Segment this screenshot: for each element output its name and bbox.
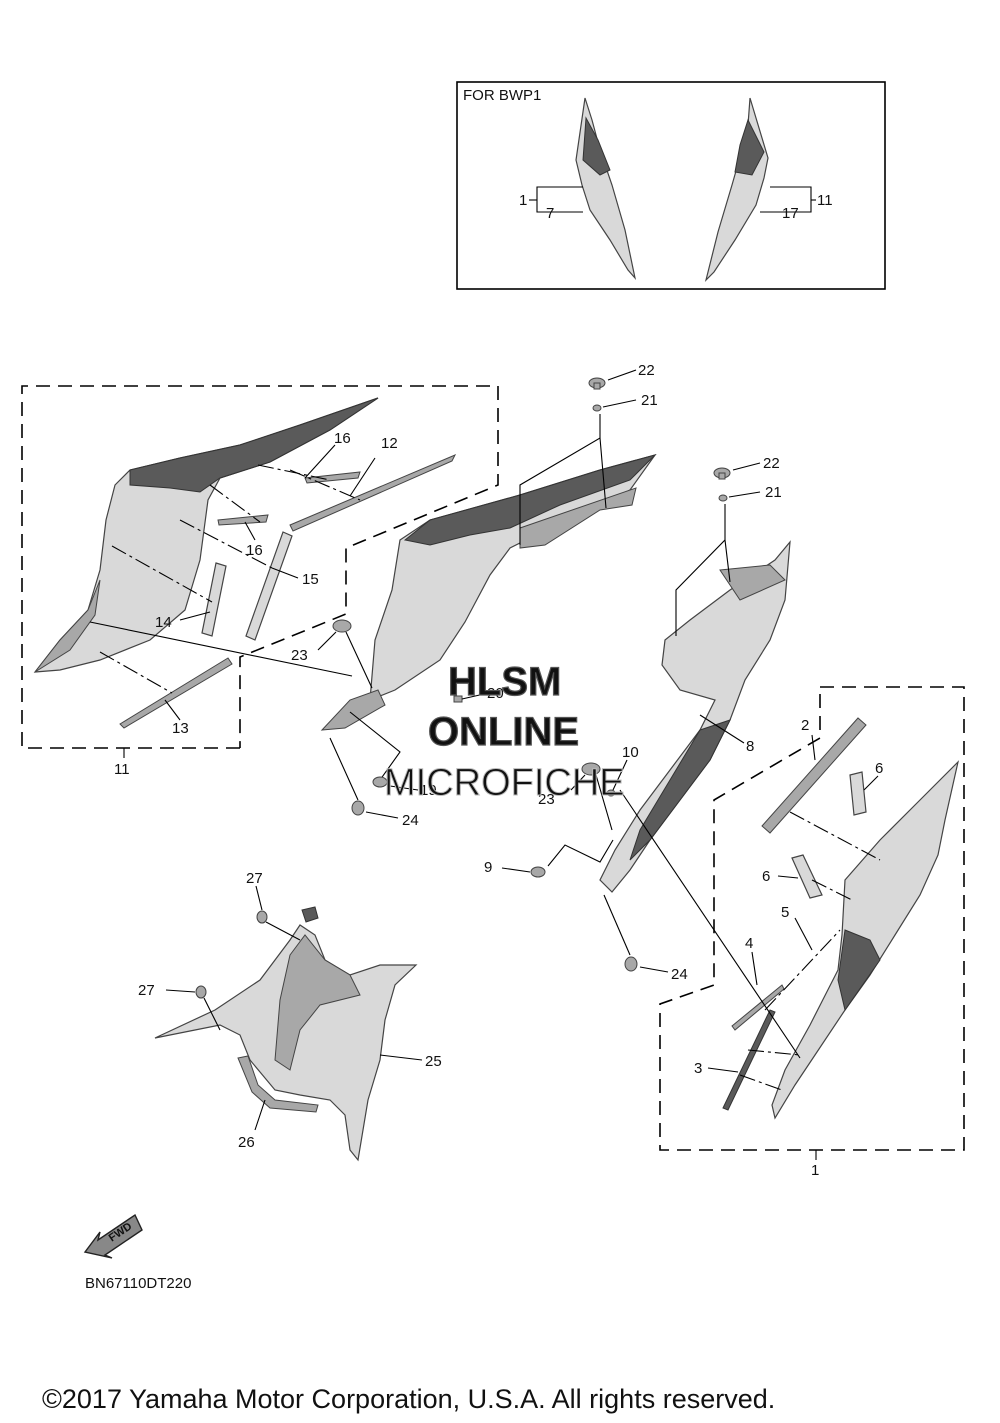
screw-23b xyxy=(581,762,601,776)
pad-6a xyxy=(849,771,867,816)
screw-23a xyxy=(332,619,352,633)
svg-text:MICROFICHE: MICROFICHE xyxy=(384,762,625,804)
strip-16a xyxy=(304,471,361,484)
strip-14 xyxy=(201,562,227,637)
svg-text:17: 17 xyxy=(782,205,799,222)
svg-text:3: 3 xyxy=(694,1060,702,1077)
svg-text:27: 27 xyxy=(246,870,263,887)
svg-text:26: 26 xyxy=(238,1134,255,1151)
svg-text:2: 2 xyxy=(801,717,809,734)
svg-text:7: 7 xyxy=(546,205,554,222)
svg-text:19: 19 xyxy=(420,782,437,799)
screw-27a xyxy=(256,910,268,924)
svg-text:21: 21 xyxy=(765,484,782,501)
nut-24b xyxy=(624,956,638,972)
svg-text:14: 14 xyxy=(155,614,172,631)
svg-text:24: 24 xyxy=(671,966,688,983)
strip-12 xyxy=(289,454,457,532)
svg-text:23: 23 xyxy=(291,647,308,664)
svg-text:6: 6 xyxy=(762,868,770,885)
svg-text:13: 13 xyxy=(172,720,189,737)
strip-13 xyxy=(119,657,233,729)
svg-text:23: 23 xyxy=(538,791,555,808)
svg-text:HLSM: HLSM xyxy=(448,660,561,704)
diagram-code: BN67110DT220 xyxy=(85,1275,191,1292)
strip-2 xyxy=(761,717,867,834)
right-cowling-group: 2 6 6 5 4 3 1 xyxy=(619,686,965,1179)
svg-text:20: 20 xyxy=(487,685,504,702)
bracket-8 xyxy=(599,540,791,893)
center-panel-group: 22 21 23 20 19 24 xyxy=(291,362,658,829)
svg-text:24: 24 xyxy=(402,812,419,829)
svg-text:5: 5 xyxy=(781,904,789,921)
svg-text:27: 27 xyxy=(138,982,155,999)
watermark: HLSM ONLINE MICROFICHE xyxy=(384,659,626,804)
lower-cowl-group: 27 27 25 26 xyxy=(138,870,442,1162)
svg-text:8: 8 xyxy=(746,738,754,755)
strip-15 xyxy=(245,531,293,641)
strip-16b xyxy=(217,514,269,526)
svg-text:9: 9 xyxy=(484,859,492,876)
screw-27b xyxy=(195,985,207,999)
inset-left-cowl xyxy=(575,97,637,281)
svg-text:6: 6 xyxy=(875,760,883,777)
svg-text:4: 4 xyxy=(745,935,753,952)
nut-24a xyxy=(351,800,365,816)
svg-text:11: 11 xyxy=(817,192,833,209)
svg-text:11: 11 xyxy=(114,761,130,778)
washer-21a xyxy=(592,404,602,412)
svg-text:10: 10 xyxy=(622,744,639,761)
pad-6b xyxy=(791,854,823,899)
svg-text:21: 21 xyxy=(641,392,658,409)
svg-text:25: 25 xyxy=(425,1053,442,1070)
strip-3 xyxy=(722,1009,776,1111)
svg-text:16: 16 xyxy=(246,542,263,559)
washer-21b xyxy=(718,494,728,502)
svg-text:1: 1 xyxy=(519,192,527,209)
inset-box: FOR BWP1 1 7 17 11 xyxy=(456,81,886,290)
left-cowling-group: 16 12 16 15 14 13 11 xyxy=(21,385,499,778)
svg-text:22: 22 xyxy=(763,455,780,472)
inset-right-cowl xyxy=(704,97,769,282)
svg-text:16: 16 xyxy=(334,430,351,447)
svg-text:22: 22 xyxy=(638,362,655,379)
bracket-group: 22 21 8 10 23 9 24 xyxy=(484,455,791,983)
nut-9 xyxy=(530,866,546,878)
fwd-arrow: FWD xyxy=(83,1213,143,1259)
svg-text:ONLINE: ONLINE xyxy=(428,710,579,754)
svg-text:1: 1 xyxy=(811,1162,819,1179)
svg-text:12: 12 xyxy=(381,435,398,452)
washer-10 xyxy=(606,789,616,797)
inset-title: FOR BWP1 xyxy=(463,87,541,104)
svg-text:15: 15 xyxy=(302,571,319,588)
hose-26 xyxy=(237,1055,319,1113)
nut-19 xyxy=(372,776,388,788)
copyright: ©2017 Yamaha Motor Corporation, U.S.A. A… xyxy=(42,1384,775,1414)
